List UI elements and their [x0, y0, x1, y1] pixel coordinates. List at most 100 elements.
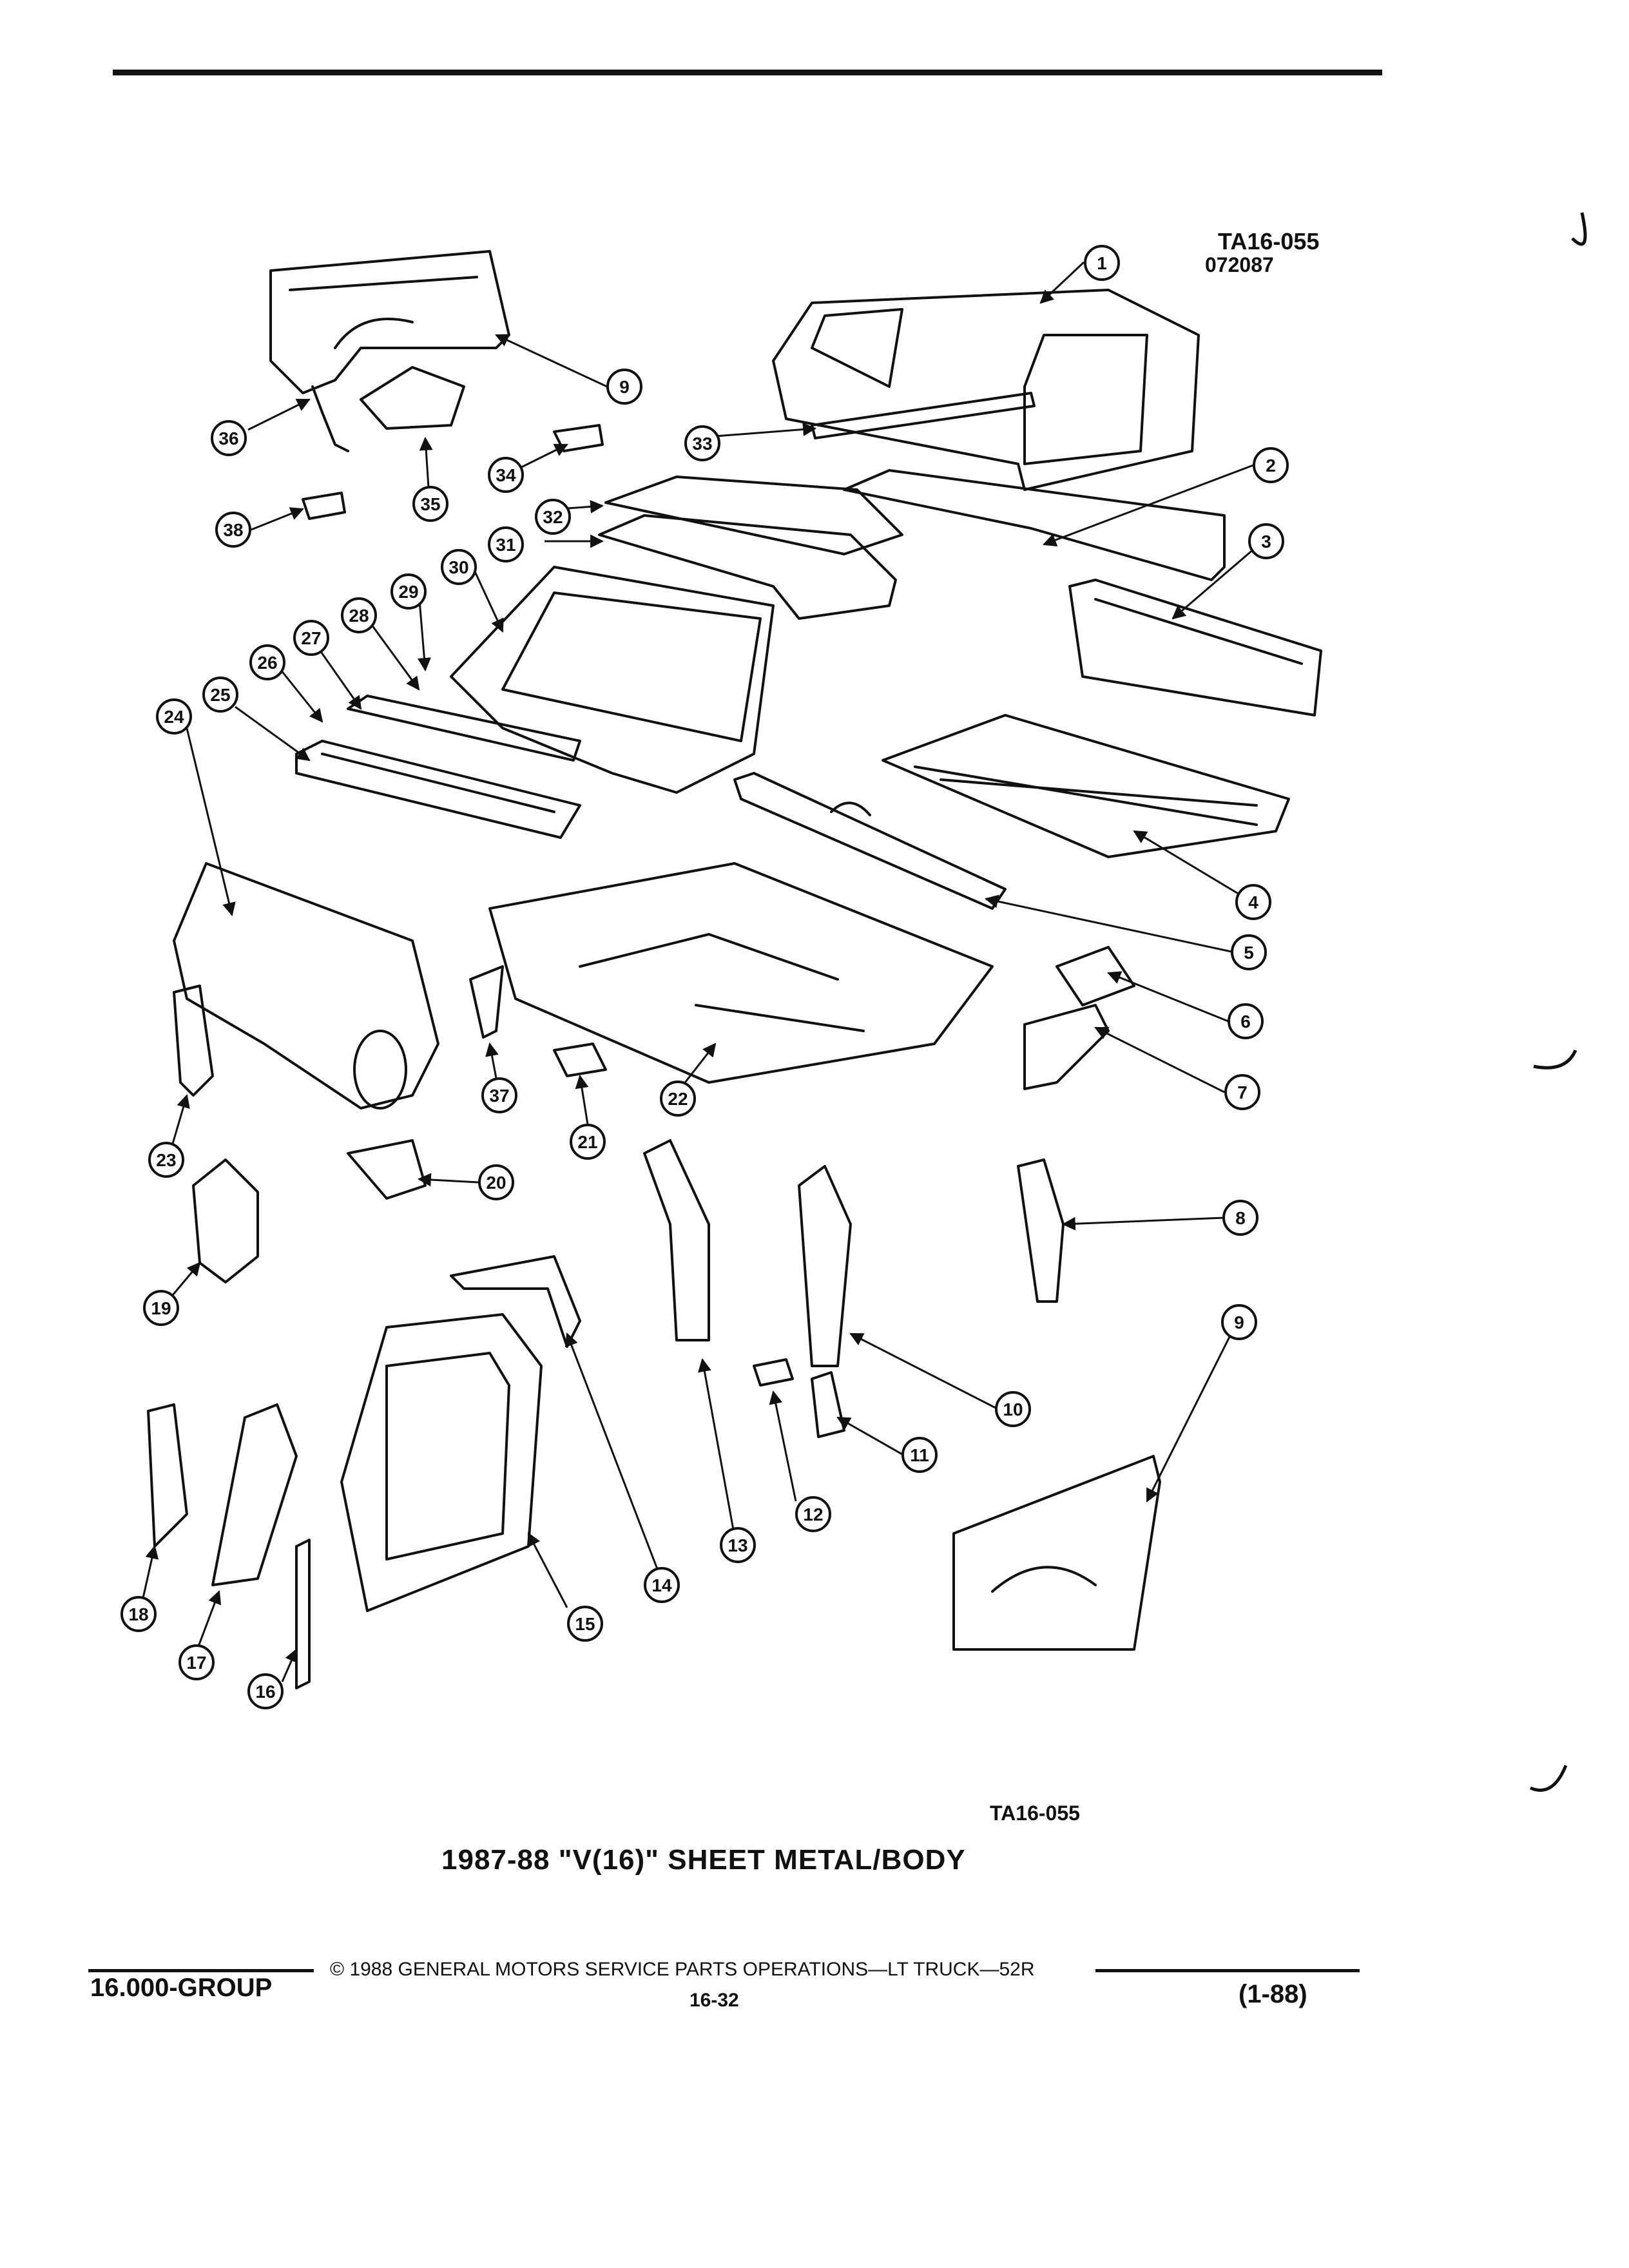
callout-label: 8 — [1235, 1208, 1246, 1228]
footer-group: 16.000-GROUP — [90, 1974, 273, 2002]
callout-label: 37 — [489, 1086, 509, 1106]
callout-label: 33 — [692, 434, 712, 454]
figure-caption: 1987-88 "V(16)" SHEET METAL/BODY — [441, 1844, 966, 1876]
part-11-bracket — [811, 1371, 845, 1438]
callout-label: 6 — [1240, 1012, 1251, 1032]
callout-label: 16 — [255, 1682, 275, 1702]
callout-label: 30 — [448, 557, 468, 577]
callout-8 — [1222, 1200, 1258, 1236]
figure-code-bottom: TA16-055 — [990, 1802, 1080, 1825]
callout-label: 24 — [164, 707, 184, 727]
callout-25 — [202, 677, 238, 713]
callout-label: 14 — [651, 1575, 672, 1595]
part-12-bracket — [753, 1358, 794, 1387]
callout-10 — [995, 1391, 1031, 1427]
callout-label: 9 — [619, 377, 630, 397]
part-13-pillar — [643, 1139, 710, 1341]
callout-label: 25 — [210, 685, 230, 705]
callout-20 — [478, 1164, 514, 1200]
part-9-left-box-side — [269, 250, 510, 394]
callout-label: 28 — [349, 606, 369, 626]
callout-label: 1 — [1097, 253, 1107, 273]
callout-label: 34 — [496, 465, 516, 485]
callout-label: 3 — [1261, 532, 1271, 552]
callout-label: 2 — [1266, 456, 1276, 476]
callout-12 — [795, 1496, 831, 1532]
callout-label: 7 — [1237, 1082, 1248, 1102]
callout-37 — [481, 1077, 517, 1113]
footer-rule-right — [1095, 1969, 1360, 1972]
figure-date-code: 072087 — [1205, 253, 1274, 276]
callout-23 — [148, 1142, 184, 1178]
callout-16 — [247, 1673, 284, 1709]
callout-13 — [720, 1527, 756, 1563]
part-16-strip — [295, 1539, 311, 1689]
part-22-floor-panel — [488, 862, 994, 1084]
part-32-roof-panel — [604, 476, 903, 555]
callout-9a — [606, 369, 642, 405]
part-35-wheelhouse-cover — [360, 366, 465, 430]
top-rule — [113, 70, 1382, 75]
part-30-windshield-frame — [450, 566, 775, 794]
callout-14 — [644, 1567, 680, 1603]
callout-label: 27 — [301, 628, 321, 648]
callout-label: 26 — [257, 653, 277, 673]
callout-label: 15 — [575, 1614, 595, 1634]
callout-34 — [488, 457, 524, 493]
footer-revision: (1-88) — [1239, 1980, 1307, 2008]
callout-label: 19 — [151, 1298, 171, 1318]
callout-label: 31 — [496, 535, 516, 555]
part-1-cab-cap — [772, 289, 1200, 491]
part-25-dash-panel — [295, 740, 581, 839]
callout-38 — [215, 512, 251, 548]
footer-rule-left — [88, 1969, 314, 1972]
callout-36 — [211, 420, 247, 456]
part-15-door-frame — [340, 1313, 543, 1612]
callout-label: 36 — [218, 428, 238, 448]
part-2-rear-roof-rail — [843, 469, 1226, 581]
part-19-bracket — [192, 1158, 259, 1283]
part-38-bracket — [302, 492, 346, 520]
callout-33 — [684, 425, 720, 461]
callout-18 — [120, 1596, 157, 1632]
callout-11 — [901, 1437, 938, 1473]
part-27-cowl-vent — [347, 695, 581, 762]
callout-7 — [1224, 1074, 1260, 1110]
callout-label: 11 — [910, 1445, 929, 1465]
callout-label: 5 — [1244, 943, 1254, 963]
callout-19 — [143, 1290, 179, 1326]
callout-label: 38 — [223, 520, 243, 540]
binding-edge-marks — [1530, 212, 1587, 1792]
callout-26 — [249, 644, 285, 680]
callout-29 — [390, 573, 427, 610]
part-18-pillar — [147, 1403, 188, 1548]
callout-3 — [1248, 523, 1284, 559]
callout-1 — [1084, 245, 1120, 281]
part-7-bracket — [1023, 1004, 1110, 1090]
callout-9b — [1221, 1304, 1257, 1340]
part-4-box-floor — [882, 714, 1290, 858]
part-20-gusset — [347, 1139, 427, 1200]
callout-31 — [488, 526, 524, 562]
footer-page-number: 16-32 — [689, 1990, 739, 2011]
callout-28 — [341, 597, 377, 633]
callout-label: 20 — [486, 1173, 506, 1193]
part-10-pillar — [798, 1165, 852, 1367]
figure-code-top: TA16-055 — [1218, 228, 1320, 255]
part-5-crossmember — [733, 772, 1007, 910]
callout-27 — [293, 620, 329, 656]
part-24-cowl-side — [173, 862, 439, 1110]
part-36-bracket — [311, 385, 349, 452]
callout-15 — [567, 1606, 603, 1642]
callout-24 — [156, 698, 192, 735]
callout-32 — [535, 499, 571, 535]
part-8-pillar — [1017, 1158, 1065, 1303]
callout-label: 21 — [577, 1132, 597, 1152]
callout-35 — [412, 486, 448, 522]
callout-30 — [441, 549, 477, 585]
callout-5 — [1231, 934, 1267, 970]
callout-label: 35 — [420, 494, 440, 514]
callout-label: 12 — [803, 1504, 823, 1524]
